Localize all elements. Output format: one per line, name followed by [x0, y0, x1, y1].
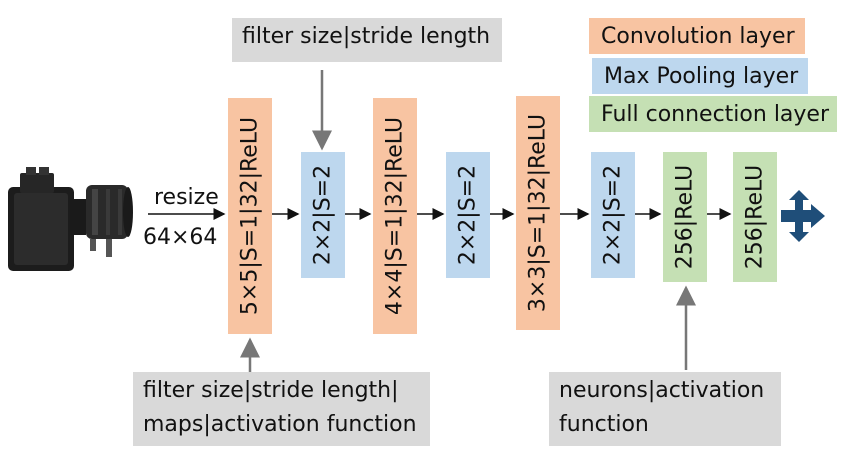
legend-max-pooling: Max Pooling layer [592, 58, 808, 94]
fc-note-line-1: neurons|activation [559, 378, 765, 403]
legend-convolution: Convolution layer [589, 18, 805, 54]
legend-full-connection-label: Full connection layer [601, 101, 830, 127]
fc-note-line-2: function [559, 412, 649, 437]
legend-max-pooling-label: Max Pooling layer [604, 63, 799, 89]
conv-note: filter size|stride length| maps|activati… [133, 372, 430, 446]
output-branch-arrow-icon [781, 190, 825, 242]
input-size-label: 64×64 [143, 225, 218, 250]
legend-full-connection: Full connection layer [589, 96, 837, 132]
fc-layer-1: 256|ReLU [663, 152, 707, 282]
pool-note-text: filter size|stride length [242, 24, 491, 49]
conv-layer-2: 4×4|S=1|32|ReLU [373, 98, 417, 334]
pool-layer-2: 2×2|S=2 [446, 152, 490, 278]
resize-label: resize [154, 185, 219, 210]
conv-note-line-2: maps|activation function [143, 412, 417, 437]
fc-note: neurons|activation function [549, 372, 781, 446]
pool-layer-3: 2×2|S=2 [591, 152, 635, 278]
legend-convolution-label: Convolution layer [601, 23, 795, 49]
conv-layer-3: 3×3|S=1|32|ReLU [516, 96, 560, 330]
conv-layer-1: 5×5|S=1|32|ReLU [228, 98, 272, 334]
pool-layer-1: 2×2|S=2 [301, 152, 345, 278]
conv-note-line-1: filter size|stride length| [143, 378, 399, 403]
camera-icon [8, 167, 133, 271]
fc-layer-2: 256|ReLU [733, 152, 777, 282]
pool-note: filter size|stride length [232, 18, 502, 62]
